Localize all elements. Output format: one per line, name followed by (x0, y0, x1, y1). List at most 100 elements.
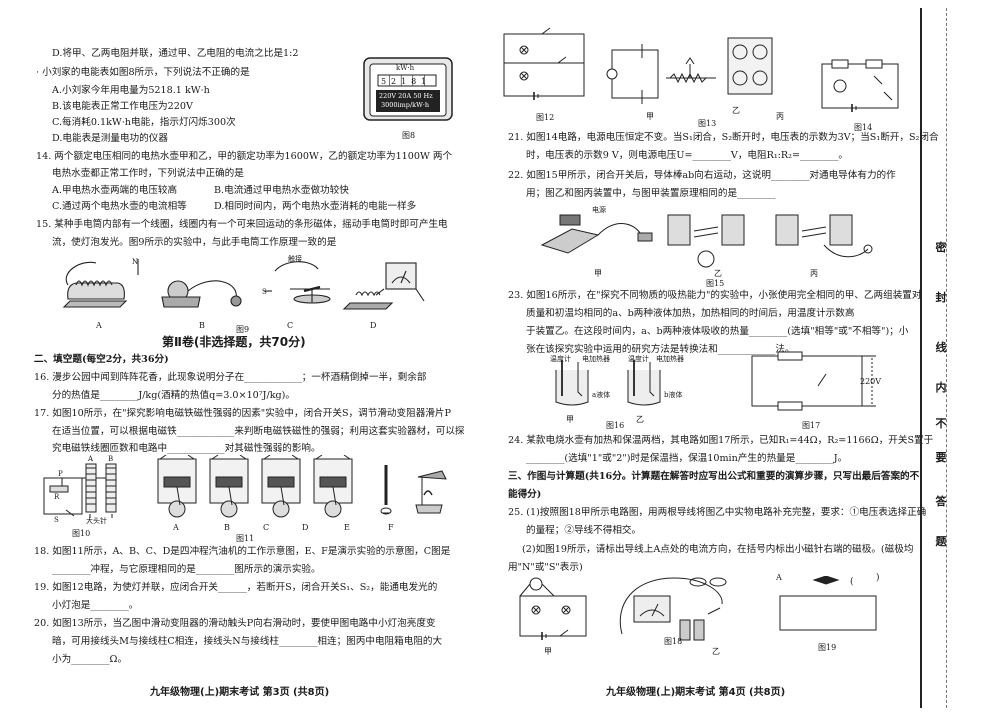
fig13-label-bing: 丙 (776, 112, 784, 121)
q18-line-2: ________冲程，与它原理相同的是________图所示的演示实验。 (52, 564, 321, 575)
q25-part2-line-2: 用"N"或"S"表示) (508, 562, 583, 573)
page-4-footer: 九年级物理(上)期末考试 第4页 (共8页) (606, 687, 786, 698)
q13-option-d: D.将甲、乙两电阻并联，通过甲、乙电阻的电流之比是1:2 (52, 48, 299, 59)
q17-line-2: 在适当位置，可以根据电磁铁____________来判断电磁铁磁性的强弱；利用这… (52, 426, 465, 437)
figure-19-caption: 图19 (818, 643, 837, 652)
q25-part2-line-1: (2)如图19所示，请标出导线上A点处的电流方向，在括号内标出小磁针右端的磁极。… (522, 544, 914, 555)
fig15-label-bing: 丙 (810, 269, 818, 278)
fig13-label-yi: 乙 (732, 106, 740, 115)
fig11-label-d: D (302, 523, 309, 532)
fig18-label-yi: 乙 (712, 647, 720, 656)
fig16-label-jia: 甲 (566, 415, 574, 424)
q19-line-2: 小灯泡是________。 (52, 600, 139, 611)
meter-spec-1: 220V 20A 50 Hz (379, 92, 433, 100)
seal-char-4: 内 (935, 381, 947, 394)
figure-18-physical-circuit (614, 574, 734, 644)
fig9-label-c: C (287, 321, 294, 330)
figure-13-rheostat: 乙 (606, 34, 776, 115)
q23-line-3: 于装置乙。在这段时间内，a、b两种液体吸收的热量________(选填"相等"或… (526, 326, 909, 337)
q13-option-c: C.每消耗0.1kW·h电能，指示灯闪烁300次 (52, 117, 236, 128)
seal-margin (912, 0, 996, 717)
figure-11-caption: 图11 (236, 534, 255, 543)
fig15-label-yi: 乙 (714, 269, 722, 278)
fig9-knob-label: 触接 (288, 255, 302, 263)
fig10-nail-label: 大头针 (86, 517, 107, 525)
fig16-heater-2: 电加热器 (656, 355, 684, 363)
fig19-bracket-close: ) (876, 573, 880, 583)
seal-char-8: 题 (935, 535, 947, 548)
q13-option-d2: D.电能表是测量电功的仪器 (52, 133, 168, 144)
figure-9-caption: 图9 (236, 325, 250, 334)
figure-17-kettle-circuit: 220V (748, 350, 898, 416)
section-3-header-2: 能得分) (508, 489, 542, 500)
fig10-label-a: A (88, 455, 94, 463)
q17-line-3: 究电磁铁线圈匝数和电路中____________对其磁性强弱的影响。 (52, 443, 321, 454)
fig9-n-label: N (132, 258, 139, 266)
figure-12-circuit (498, 26, 598, 108)
q20-line-1: 20. 如图13所示，当乙图中滑动变阻器的滑动触头P向右滑动时，要使甲图电路中小… (34, 618, 436, 629)
fig13-label-jia: 甲 (646, 112, 654, 121)
fig11-label-e: E (344, 523, 350, 532)
meter-digits: 5 2 1 8 1 (381, 77, 428, 86)
fig9-label-b: B (199, 321, 205, 330)
seal-solid-line (920, 8, 922, 708)
q19-line-1: 19. 如图12电路，为使灯并联，应闭合开关______，若断开S，闭合开关S₁… (34, 582, 438, 593)
q20-line-2: 暗，可用接线头M与接线柱C相连，接线头N与接线柱________相连；图丙中电阻… (52, 636, 443, 647)
q15-stem-2: 流，使灯泡发光。图9所示的实验中，与此手电筒工作原理一致的是 (52, 237, 337, 248)
fig9-label-a: A (96, 321, 102, 330)
fig19-answer-bracket: ( (850, 577, 854, 587)
section-2-title: 第Ⅱ卷(非选择题，共70分) (162, 335, 306, 349)
q21-line-2: 时，电压表的示数9 V，则电源电压U=________V，电阻R₁:R₂=___… (526, 150, 848, 161)
q16-line-2: 分的热值是________J/kg(酒精的热值q=3.0×10⁷J/kg)。 (52, 390, 295, 401)
section-3-header-1: 三、作图与计算题(共16分。计算题在解答时应写出公式和重要的演算步骤，只写出最后… (508, 471, 920, 482)
figure-9-experiments: N S 触接 (60, 255, 430, 317)
q18-line-1: 18. 如图11所示，A、B、C、D是四冲程汽油机的工作示意图，E、F是演示实验… (34, 546, 451, 557)
q22-line-2: 用；图乙和图丙装置中，与图甲装置原理相同的是________ (526, 188, 776, 199)
q23-line-1: 23. 如图16所示，在"探究不同物质的吸热能力"的实验中，小张使用完全相同的甲… (508, 290, 922, 301)
page-3-footer: 九年级物理(上)期末考试 第3页 (共8页) (150, 687, 330, 698)
seal-char-7: 答 (935, 495, 947, 508)
q22-line-1: 22. 如图15甲所示，闭合开关后，导体棒ab向右运动，这说明________对… (508, 170, 896, 181)
seal-char-6: 要 (935, 451, 947, 464)
fig15-label-jia: 甲 (594, 269, 602, 278)
figure-12-caption: 图12 (536, 113, 555, 122)
right-page: 图12 乙 甲 图13 丙 图 (478, 0, 939, 717)
fig9-label-d: D (370, 321, 377, 330)
fig16-thermometer-2: 温度计 (628, 355, 649, 363)
fig16-label-yi: 乙 (636, 415, 644, 424)
figure-10-electromagnet: A B P R S 大头针 (40, 455, 132, 525)
fig11-label-b: B (224, 523, 230, 532)
figure-14-circuit (814, 44, 906, 116)
fig16-thermometer-1: 温度计 (550, 355, 571, 363)
figure-16-caption: 图16 (606, 421, 625, 430)
q13-option-b: B.该电能表正常工作电压为220V (52, 101, 193, 112)
q13-stem: · 小刘家的电能表如图8所示，下列说法不正确的是 (36, 67, 250, 78)
q24-line-1: 24. 某款电烧水壶有加热和保温两档，其电路如图17所示，已知R₁=44Ω，R₂… (508, 435, 934, 446)
figure-13-caption: 图13 (698, 119, 717, 128)
fig16-liquid-a: a液体 (592, 391, 611, 399)
fig19-point-a: A (776, 573, 782, 582)
fig11-label-f: F (388, 523, 394, 532)
q25-part1-line-2: 的量程；②导线不得相交。 (526, 525, 642, 536)
q23-line-2: 质量和初温均相同的a、b两种液体加热，加热相同的时间后，用温度计示数高 (526, 308, 855, 319)
figure-10-caption: 图10 (72, 529, 91, 538)
q15-stem-1: 15. 某种手电筒内部有一个线圈，线圈内有一个可来回运动的条形磁体，摇动手电筒时… (36, 219, 448, 230)
figure-8-caption: 图8 (402, 131, 416, 140)
q14-option-c: C.通过两个电热水壶的电流相等 (52, 201, 187, 212)
figure-15-caption: 图15 (706, 279, 725, 288)
figure-19-solenoid: A ) (774, 573, 884, 634)
figure-15-motor-experiments: 电源 (538, 205, 878, 269)
fig10-label-s: S (54, 516, 59, 524)
figure-18-schematic (514, 576, 594, 644)
fig9-s-label: S (262, 288, 267, 296)
fig10-label-p: P (58, 470, 63, 478)
figure-11-engine-strokes (150, 455, 450, 521)
q17-line-1: 17. 如图10所示，在"探究影响电磁铁磁性强弱的因素"实验中，闭合开关S，调节… (34, 408, 451, 419)
fig10-label-b: B (108, 455, 114, 463)
q14-option-b: B.电流通过甲电热水壶做功较快 (214, 185, 349, 196)
q23-line-4: 张在该探究实验中运用的研究方法是转换法和____________法。 (526, 344, 795, 355)
fig11-label-a: A (173, 523, 179, 532)
meter-unit: kW·h (396, 64, 415, 72)
fig16-liquid-b: b液体 (664, 391, 683, 399)
left-page: D.将甲、乙两电阻并联，通过甲、乙电阻的电流之比是1:2 · 小刘家的电能表如图… (0, 0, 470, 717)
